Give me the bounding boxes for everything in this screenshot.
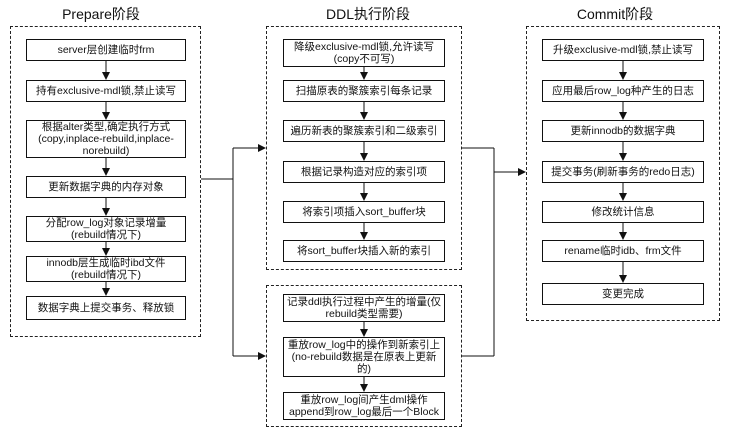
commit-step-4: 提交事务(刷新事务的redo日志) <box>542 161 704 183</box>
ddl-rowlog-step-3: 重放row_log间产生dml操作append到row_log最后一个Block <box>283 392 445 420</box>
ddl-step-4: 根据记录构造对应的索引项 <box>283 161 445 183</box>
prepare-stage-title: Prepare阶段 <box>62 6 140 22</box>
prepare-step-6: innodb层生成临时ibd文件(rebuild情况下) <box>26 256 186 282</box>
ddl-rowlog-step-1: 记录ddl执行过程中产生的增量(仅rebuild类型需要) <box>283 294 445 322</box>
prepare-step-3: 根据alter类型,确定执行方式(copy,inplace-rebuild,in… <box>26 120 186 158</box>
ddl-stage-title: DDL执行阶段 <box>325 6 410 22</box>
ddl-step-1: 降级exclusive-mdl锁,允许读写(copy不可写) <box>283 39 445 67</box>
commit-step-3: 更新innodb的数据字典 <box>542 120 704 142</box>
commit-step-5: 修改统计信息 <box>542 201 704 223</box>
commit-stage-title: Commit阶段 <box>576 6 654 22</box>
commit-step-6: rename临时idb、frm文件 <box>542 240 704 262</box>
prepare-step-4: 更新数据字典的内存对象 <box>26 176 186 198</box>
ddl-step-6: 将sort_buffer块插入新的索引 <box>283 240 445 262</box>
commit-step-2: 应用最后row_log种产生的日志 <box>542 80 704 102</box>
prepare-step-5: 分配row_log对象记录增量(rebuild情况下) <box>26 216 186 242</box>
ddl-step-2: 扫描原表的聚簇索引每条记录 <box>283 80 445 102</box>
ddl-step-5: 将索引项插入sort_buffer块 <box>283 201 445 223</box>
ddl-step-3: 遍历新表的聚簇索引和二级索引 <box>283 120 445 142</box>
commit-step-1: 升级exclusive-mdl锁,禁止读写 <box>542 39 704 61</box>
prepare-step-7: 数据字典上提交事务、释放锁 <box>26 296 186 320</box>
prepare-step-1: server层创建临时frm <box>26 39 186 61</box>
ddl-rowlog-step-2: 重放row_log中的操作到新索引上(no-rebuild数据是在原表上更新的) <box>283 337 445 377</box>
commit-step-7: 变更完成 <box>542 283 704 305</box>
prepare-step-2: 持有exclusive-mdl锁,禁止读写 <box>26 80 186 102</box>
